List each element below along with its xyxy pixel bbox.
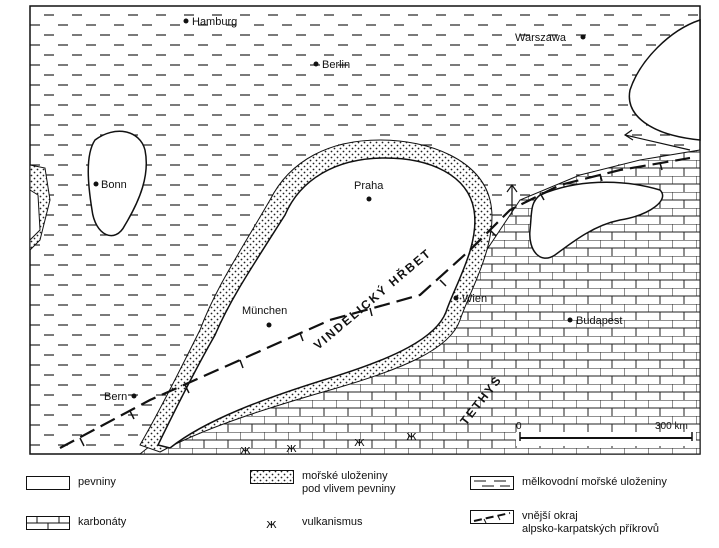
city-dot-berlin — [313, 61, 319, 67]
legend-swatch-marine-land — [250, 470, 294, 484]
legend-swatch-nappe — [470, 510, 514, 524]
volcano-icon: ж — [354, 435, 365, 449]
city-label-bonn: Bonn — [101, 179, 127, 191]
legend-swatch-carbonates — [26, 516, 70, 530]
city-label-wien: Wien — [462, 293, 487, 305]
legend-item-marine-land: mořské uloženiny pod vlivem pevniny — [250, 470, 396, 496]
land-bonn — [87, 130, 148, 237]
land-central — [156, 157, 476, 449]
city-dot-praha — [366, 196, 372, 202]
city-dot-bonn — [93, 181, 99, 187]
scale-min-label: 0 — [516, 421, 522, 432]
volcano-icon: ж — [266, 517, 277, 530]
legend-item-carbonates: karbonáty — [26, 516, 126, 530]
nappe-ticks — [79, 162, 663, 447]
legend-label-shallow-marine: mělkovodní mořské uloženiny — [522, 476, 667, 488]
legend-label-nappe-2: alpsko-karpatských příkrovů — [522, 523, 659, 535]
city-dot-warszawa — [580, 34, 586, 40]
nappe-front-line — [59, 156, 691, 449]
city-dots — [93, 18, 586, 399]
legend-item-nappe: vnější okraj alpsko-karpatských příkrovů — [470, 510, 659, 536]
volcano-icon: ж — [406, 429, 417, 443]
legend: pevniny mořské uloženiny pod vlivem pevn… — [0, 460, 719, 548]
legend-item-land: pevniny — [26, 476, 116, 490]
scale-max-label: 300 km — [655, 421, 688, 432]
land-east — [529, 181, 664, 259]
volcano-icon: ж — [240, 443, 251, 457]
legend-label-volcanism: vulkanismus — [302, 516, 363, 528]
city-dot-budapest — [567, 317, 573, 323]
city-label-budapest: Budapest — [576, 315, 622, 327]
land-west-edge — [29, 189, 41, 242]
map: ж ж ж ж Hamburg Warszawa Berlin Bonn Pra… — [29, 5, 701, 457]
legend-item-shallow-marine: mělkovodní mořské uloženiny — [470, 476, 667, 490]
legend-label-marine-land-2: pod vlivem pevniny — [302, 483, 396, 495]
legend-label-nappe-1: vnější okraj — [522, 510, 578, 522]
legend-item-volcanism: ж vulkanismus — [250, 516, 363, 530]
scale-bar — [516, 432, 696, 446]
volcano-icon: ж — [286, 441, 297, 455]
legend-label-land: pevniny — [78, 476, 116, 488]
city-label-berlin: Berlin — [322, 59, 350, 71]
city-dot-hamburg — [183, 18, 189, 24]
city-label-bern: Bern — [104, 391, 127, 403]
legend-swatch-volcanism: ж — [250, 516, 294, 530]
legend-label-marine-land-1: mořské uloženiny — [302, 470, 388, 482]
legend-swatch-shallow-marine — [470, 476, 514, 490]
city-label-hamburg: Hamburg — [192, 16, 237, 28]
arrow-northwest-icon — [623, 129, 691, 151]
arrow-north-icon — [506, 183, 518, 215]
city-label-munchen: München — [242, 305, 287, 317]
city-dot-wien — [453, 295, 459, 301]
land-northeast — [628, 18, 701, 141]
city-label-warszawa: Warszawa — [515, 32, 567, 44]
city-dot-bern — [131, 393, 137, 399]
city-dot-munchen — [266, 322, 272, 328]
city-label-praha: Praha — [354, 180, 384, 192]
legend-swatch-land — [26, 476, 70, 490]
legend-label-carbonates: karbonáty — [78, 516, 127, 528]
volcanism-symbols: ж ж ж ж — [240, 429, 417, 457]
